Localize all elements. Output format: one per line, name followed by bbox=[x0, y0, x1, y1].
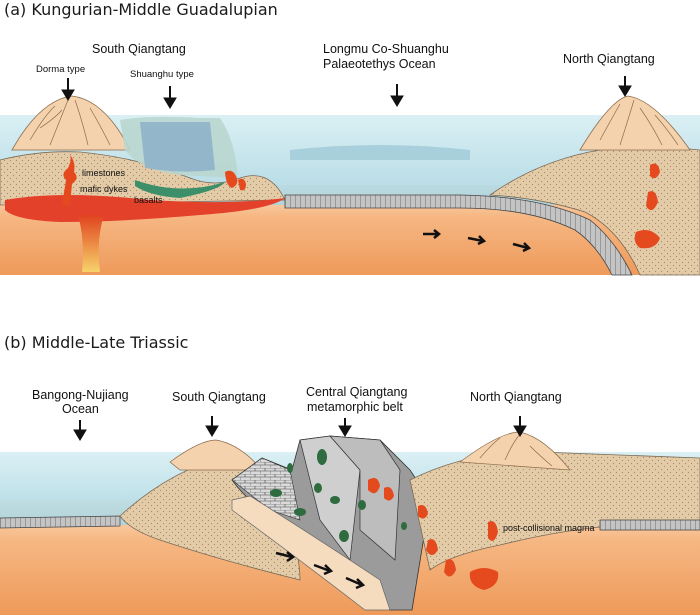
pointer-arrows-b bbox=[73, 416, 527, 441]
label-north-qiangtang-a: North Qiangtang bbox=[563, 52, 655, 66]
right-slab-b bbox=[599, 519, 700, 531]
post-collisional-magma-blobs bbox=[368, 478, 499, 590]
panel-b-title: (b) Middle-Late Triassic bbox=[4, 333, 189, 352]
subducting-slab-b bbox=[231, 495, 391, 611]
label-mafic-dykes: mafic dykes bbox=[80, 184, 128, 194]
label-basalts: basalts bbox=[134, 195, 163, 205]
basalt-layer-a bbox=[135, 180, 225, 198]
label-dorma-type: Dorma type bbox=[36, 64, 86, 75]
label-bangong-line1: Bangong-Nujiang bbox=[32, 388, 129, 402]
panel-b bbox=[0, 431, 700, 615]
label-post-collisional-magma: post-collisional magma bbox=[503, 523, 595, 533]
label-bangong-line2: Ocean bbox=[62, 402, 99, 416]
north-qiangtang-mountain-a bbox=[579, 95, 691, 151]
panel-a bbox=[0, 95, 700, 276]
label-north-qiangtang-b: North Qiangtang bbox=[470, 390, 562, 404]
label-ocean-line1: Longmu Co-Shuanghu bbox=[323, 42, 449, 56]
panel-a-title: (a) Kungurian-Middle Guadalupian bbox=[4, 0, 278, 19]
label-central-line1: Central Qiangtang bbox=[306, 385, 408, 399]
magma-chamber-a bbox=[5, 195, 285, 222]
bangong-slab-b bbox=[0, 515, 121, 529]
mafic-dyke-a bbox=[62, 155, 77, 205]
label-south-qiangtang-a: South Qiangtang bbox=[92, 42, 186, 56]
dorma-mountain-a bbox=[11, 95, 131, 151]
label-central-line2: metamorphic belt bbox=[307, 400, 403, 414]
label-south-qiangtang-b: South Qiangtang bbox=[172, 390, 266, 404]
pointer-arrows-a bbox=[61, 76, 632, 109]
label-shuanghu-type: Shuanghu type bbox=[130, 69, 194, 80]
mantle-plume-a bbox=[78, 215, 104, 272]
label-ocean-line2: Palaeotethys Ocean bbox=[323, 57, 436, 71]
label-limestones: limestones bbox=[82, 168, 126, 178]
subducting-slab-a bbox=[284, 194, 633, 276]
limestone-block-a bbox=[140, 122, 215, 172]
